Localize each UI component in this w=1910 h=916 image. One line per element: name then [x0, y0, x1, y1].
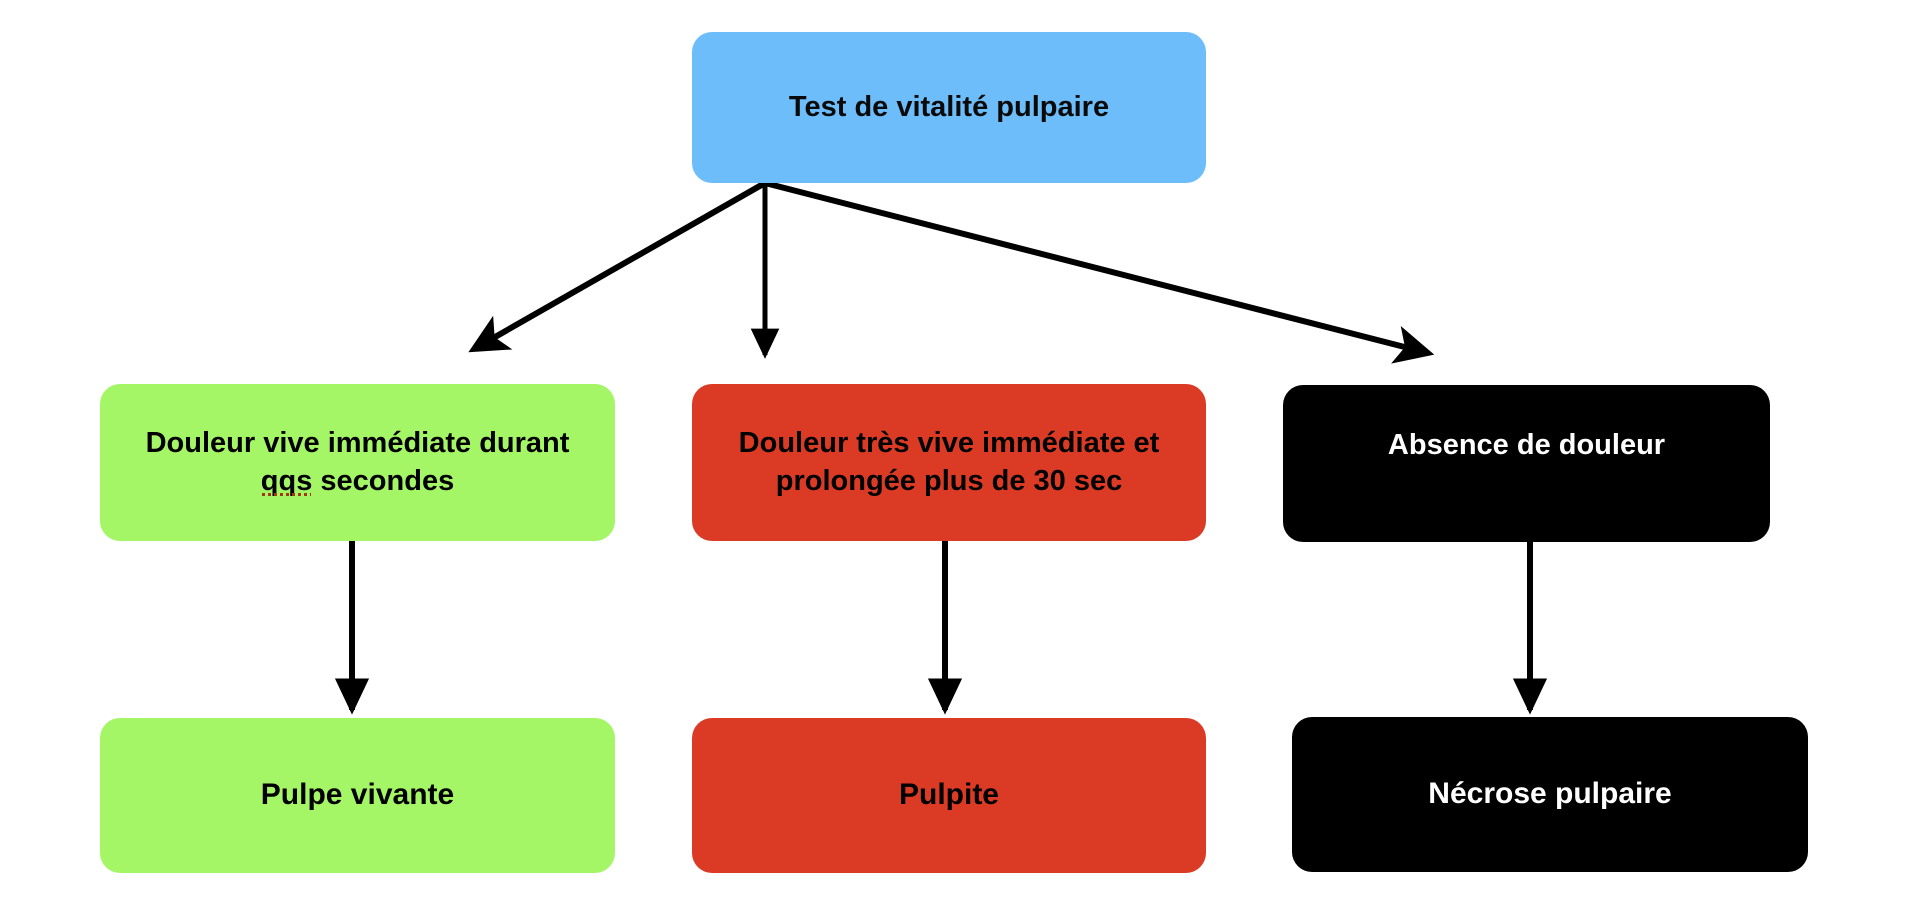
node-result-necrose-pulpaire[interactable]: Nécrose pulpaire	[1292, 717, 1808, 872]
arrow-root-to-black	[764, 180, 1435, 364]
spellcheck-word-qqs: qqs	[260, 464, 313, 497]
node-condition-green-label: Douleur vive immédiate durant qqs second…	[114, 425, 601, 499]
node-result-pulpite[interactable]: Pulpite	[692, 718, 1206, 873]
node-result-red-label: Pulpite	[898, 778, 999, 812]
node-condition-absence-de-douleur[interactable]: Absence de douleur	[1283, 385, 1770, 542]
condition-red-line1: Douleur très vive immédiate et	[738, 427, 1160, 460]
arrow-root-to-green	[468, 180, 767, 353]
condition-red-line2: prolongée plus de 30 sec	[775, 464, 1123, 497]
condition-green-line2-rest: secondes	[312, 464, 455, 497]
node-condition-douleur-tres-vive-prolongee[interactable]: Douleur très vive immédiate et prolongée…	[692, 384, 1206, 541]
node-condition-douleur-vive-immediate[interactable]: Douleur vive immédiate durant qqs second…	[100, 384, 615, 541]
node-root-label: Test de vitalité pulpaire	[788, 90, 1110, 123]
node-condition-black-label: Absence de douleur	[1387, 429, 1666, 461]
node-condition-red-label: Douleur très vive immédiate et prolongée…	[706, 425, 1192, 499]
condition-green-line1: Douleur vive immédiate durant	[145, 427, 570, 460]
root-branch-arrows	[468, 180, 1435, 364]
node-result-black-label: Nécrose pulpaire	[1428, 777, 1672, 811]
node-result-pulpe-vivante[interactable]: Pulpe vivante	[100, 718, 615, 873]
node-result-green-label: Pulpe vivante	[260, 778, 455, 812]
node-test-de-vitalite-pulpaire[interactable]: Test de vitalité pulpaire	[692, 32, 1206, 183]
condition-to-result-arrows	[334, 541, 1548, 715]
